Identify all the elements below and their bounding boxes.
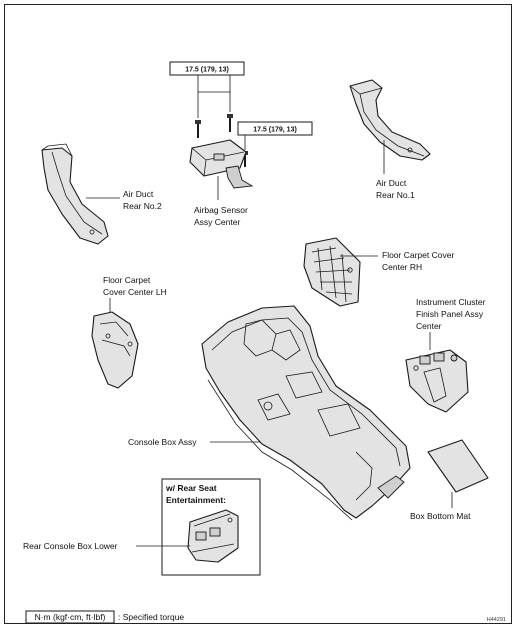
torque-legend: N·m (kgf·cm, ft·lbf) : Specified torque — [25, 610, 184, 624]
torque-callout-right: 17.5 (179, 13) — [237, 121, 313, 150]
instrument-cluster-panel-part — [405, 349, 469, 413]
inset-rear-seat-entertainment: w/ Rear Seat Entertainment: — [161, 478, 261, 576]
label-floor-carpet-lh-2: Cover Center LH — [103, 287, 167, 297]
airbag-sensor-part — [189, 139, 254, 189]
bolt-icon — [227, 114, 233, 132]
label-air-duct-no2-1: Air Duct — [123, 189, 154, 199]
label-floor-carpet-rh-2: Center RH — [382, 262, 422, 272]
label-console-box: Console Box Assy — [128, 437, 197, 447]
bolt-icon — [195, 120, 201, 138]
torque-value-right: 17.5 (179, 13) — [253, 127, 297, 134]
label-air-duct-no1-1: Air Duct — [376, 178, 407, 188]
box-bottom-mat-part — [427, 439, 489, 493]
console-box-assy-part — [201, 305, 411, 521]
label-floor-carpet-lh-1: Floor Carpet — [103, 275, 151, 285]
legend-unit: N·m (kgf·cm, ft·lbf) — [35, 612, 106, 622]
label-air-duct-no1-2: Rear No.1 — [376, 190, 415, 200]
label-floor-carpet-rh-1: Floor Carpet Cover — [382, 250, 454, 260]
label-instrument-cluster-3: Center — [416, 321, 442, 331]
rear-console-box-lower-part — [187, 509, 239, 563]
label-airbag-sensor-2: Assy Center — [194, 217, 240, 227]
label-rear-console-lower: Rear Console Box Lower — [23, 541, 118, 551]
legend-description: : Specified torque — [118, 612, 184, 622]
label-airbag-sensor-1: Airbag Sensor — [194, 205, 248, 215]
figure-code: H44291 — [487, 617, 506, 623]
inset-title-1: w/ Rear Seat — [165, 483, 217, 493]
inset-title-2: Entertainment: — [166, 495, 226, 505]
air-duct-rear-no2-part — [41, 143, 109, 245]
label-air-duct-no2-2: Rear No.2 — [123, 201, 162, 211]
torque-value-top: 17.5 (179, 13) — [185, 67, 229, 74]
label-instrument-cluster-2: Finish Panel Assy — [416, 309, 484, 319]
label-box-bottom-mat: Box Bottom Mat — [410, 511, 471, 521]
torque-callout-top: 17.5 (179, 13) — [169, 61, 245, 118]
air-duct-rear-no1-part — [349, 79, 431, 161]
floor-carpet-cover-lh-part — [91, 311, 139, 389]
floor-carpet-cover-rh-part — [303, 237, 361, 307]
label-instrument-cluster-1: Instrument Cluster — [416, 297, 486, 307]
